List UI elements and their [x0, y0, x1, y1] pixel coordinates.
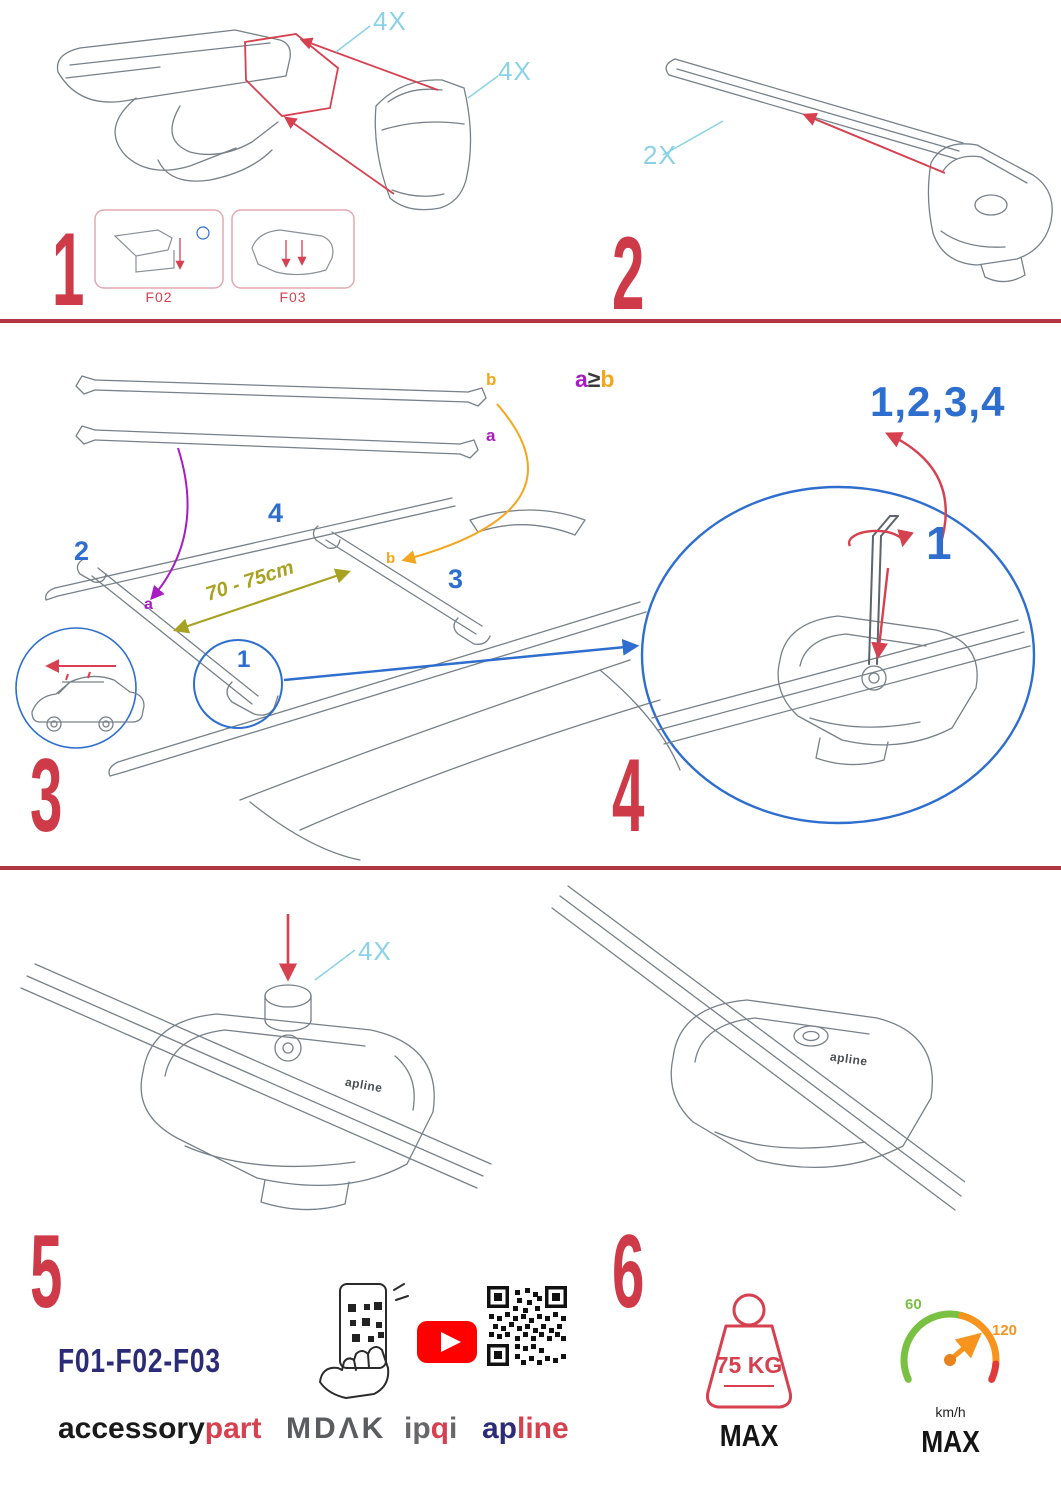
accessorypart-logo-accessory: accessory — [58, 1412, 205, 1445]
max-weight-label: MAX — [719, 1418, 779, 1453]
ipqi-logo-i: i — [449, 1412, 458, 1445]
step3-number: 3 — [30, 738, 62, 854]
section-divider-bottom — [0, 866, 1061, 870]
apline-logo: apline — [482, 1412, 569, 1446]
part-code-f03: F03 — [279, 289, 307, 305]
car-direction-inset — [15, 627, 145, 749]
ipqi-logo-ip: ip — [404, 1412, 431, 1445]
qty-label-cover: 4X — [498, 56, 532, 86]
step5-number: 5 — [30, 1214, 62, 1330]
leader-lines — [335, 25, 499, 99]
accessorypart-logo-part: part — [204, 1412, 262, 1445]
position-2: 2 — [74, 536, 90, 566]
legend-b: b — [600, 366, 615, 392]
ipqi-logo: ipqi — [404, 1412, 457, 1446]
position-1: 1 — [237, 646, 251, 673]
legend-operator: ≥ — [587, 366, 601, 392]
phone-scan-icon — [319, 1283, 409, 1399]
step5-cover-diagram — [20, 885, 965, 1211]
clamp-highlight-circle — [193, 639, 283, 729]
step6-number: 6 — [612, 1214, 644, 1330]
part-code-f02: F02 — [145, 289, 173, 305]
step2-bar-diagram — [662, 58, 1053, 283]
qty-label-clamp: 4X — [373, 6, 407, 36]
speedometer-icon — [900, 1310, 1000, 1383]
apline-logo-ap: ap — [482, 1412, 518, 1445]
max-weight-icon — [706, 1293, 792, 1409]
qty-label-plug: 4X — [358, 936, 392, 966]
step1-number: 1 — [52, 212, 84, 328]
max-speed-label: MAX — [921, 1424, 980, 1459]
section-divider-top — [0, 319, 1061, 323]
max-weight-value: 75 KG — [715, 1352, 783, 1378]
position-3: 3 — [448, 564, 464, 594]
qr-code — [487, 1286, 567, 1366]
tightening-sequence: 1,2,3,4 — [870, 378, 1006, 425]
ipqi-logo-q: q — [430, 1412, 449, 1445]
step3-step4-roof-diagram — [15, 375, 1036, 861]
apline-logo-line: line — [517, 1412, 569, 1445]
mdak-logo: MDΛK — [286, 1412, 387, 1445]
accessorypart-logo: accessorypart — [58, 1412, 261, 1446]
position-4: 4 — [268, 498, 284, 528]
roof-label-a: a — [144, 596, 153, 613]
step2-number: 2 — [612, 216, 644, 332]
youtube-icon — [417, 1321, 477, 1363]
clamp-zoom-detail — [640, 432, 1036, 825]
qty-label-bar: 2X — [643, 140, 677, 170]
speed-unit-label: km/h — [935, 1404, 966, 1420]
bar-label-b: b — [486, 370, 497, 389]
legend-a: a — [575, 366, 588, 392]
step4-number: 4 — [612, 738, 644, 854]
sequence-first: 1 — [926, 517, 952, 569]
speed-high-value: 120 — [992, 1322, 1018, 1339]
model-codes: F01-F02-F03 — [58, 1342, 221, 1379]
length-rule-legend: a≥b — [575, 366, 614, 393]
step1-endcap-diagram — [56, 25, 499, 289]
speed-low-value: 60 — [905, 1296, 922, 1313]
bar-label-a: a — [486, 426, 496, 445]
roof-label-b: b — [386, 550, 396, 567]
